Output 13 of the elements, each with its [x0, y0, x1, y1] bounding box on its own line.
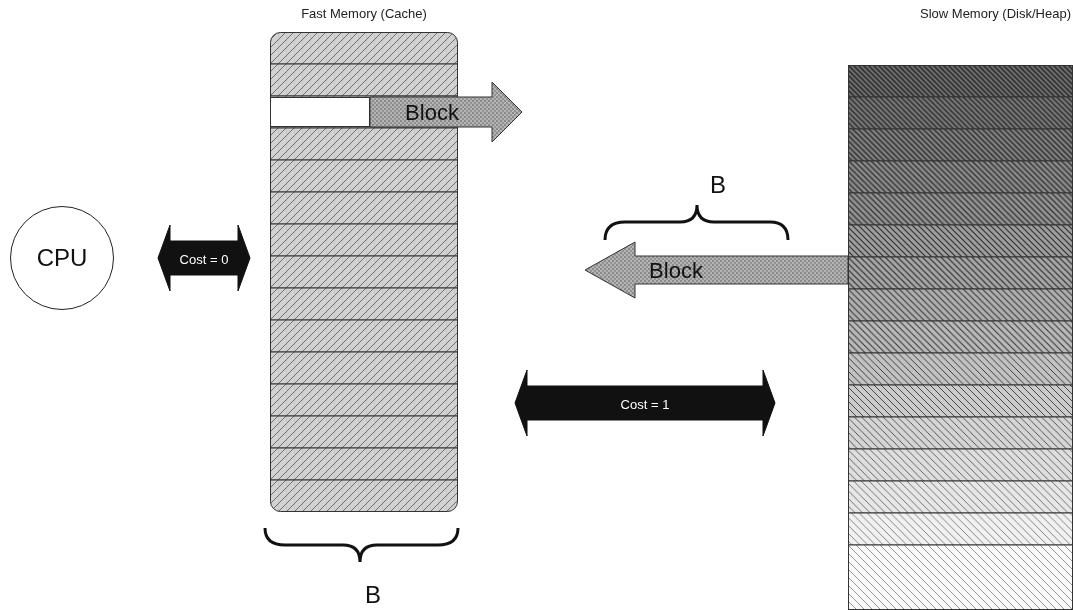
edge-label: Block — [405, 100, 459, 126]
size-label: B — [710, 171, 726, 199]
column-heading: Slow Memory (Disk/Heap) — [920, 6, 1071, 21]
cost-arrow — [514, 369, 776, 437]
edge-label: Block — [649, 258, 703, 284]
block-arrow — [369, 81, 523, 143]
edge-label: Cost = 1 — [620, 396, 670, 412]
node-label: CPU — [36, 244, 88, 272]
column-heading: Fast Memory (Cache) — [301, 6, 427, 21]
cost-arrow — [157, 224, 251, 292]
edge-label: Cost = 0 — [179, 251, 229, 267]
size-label: B — [365, 581, 381, 609]
block-arrow — [584, 241, 849, 299]
